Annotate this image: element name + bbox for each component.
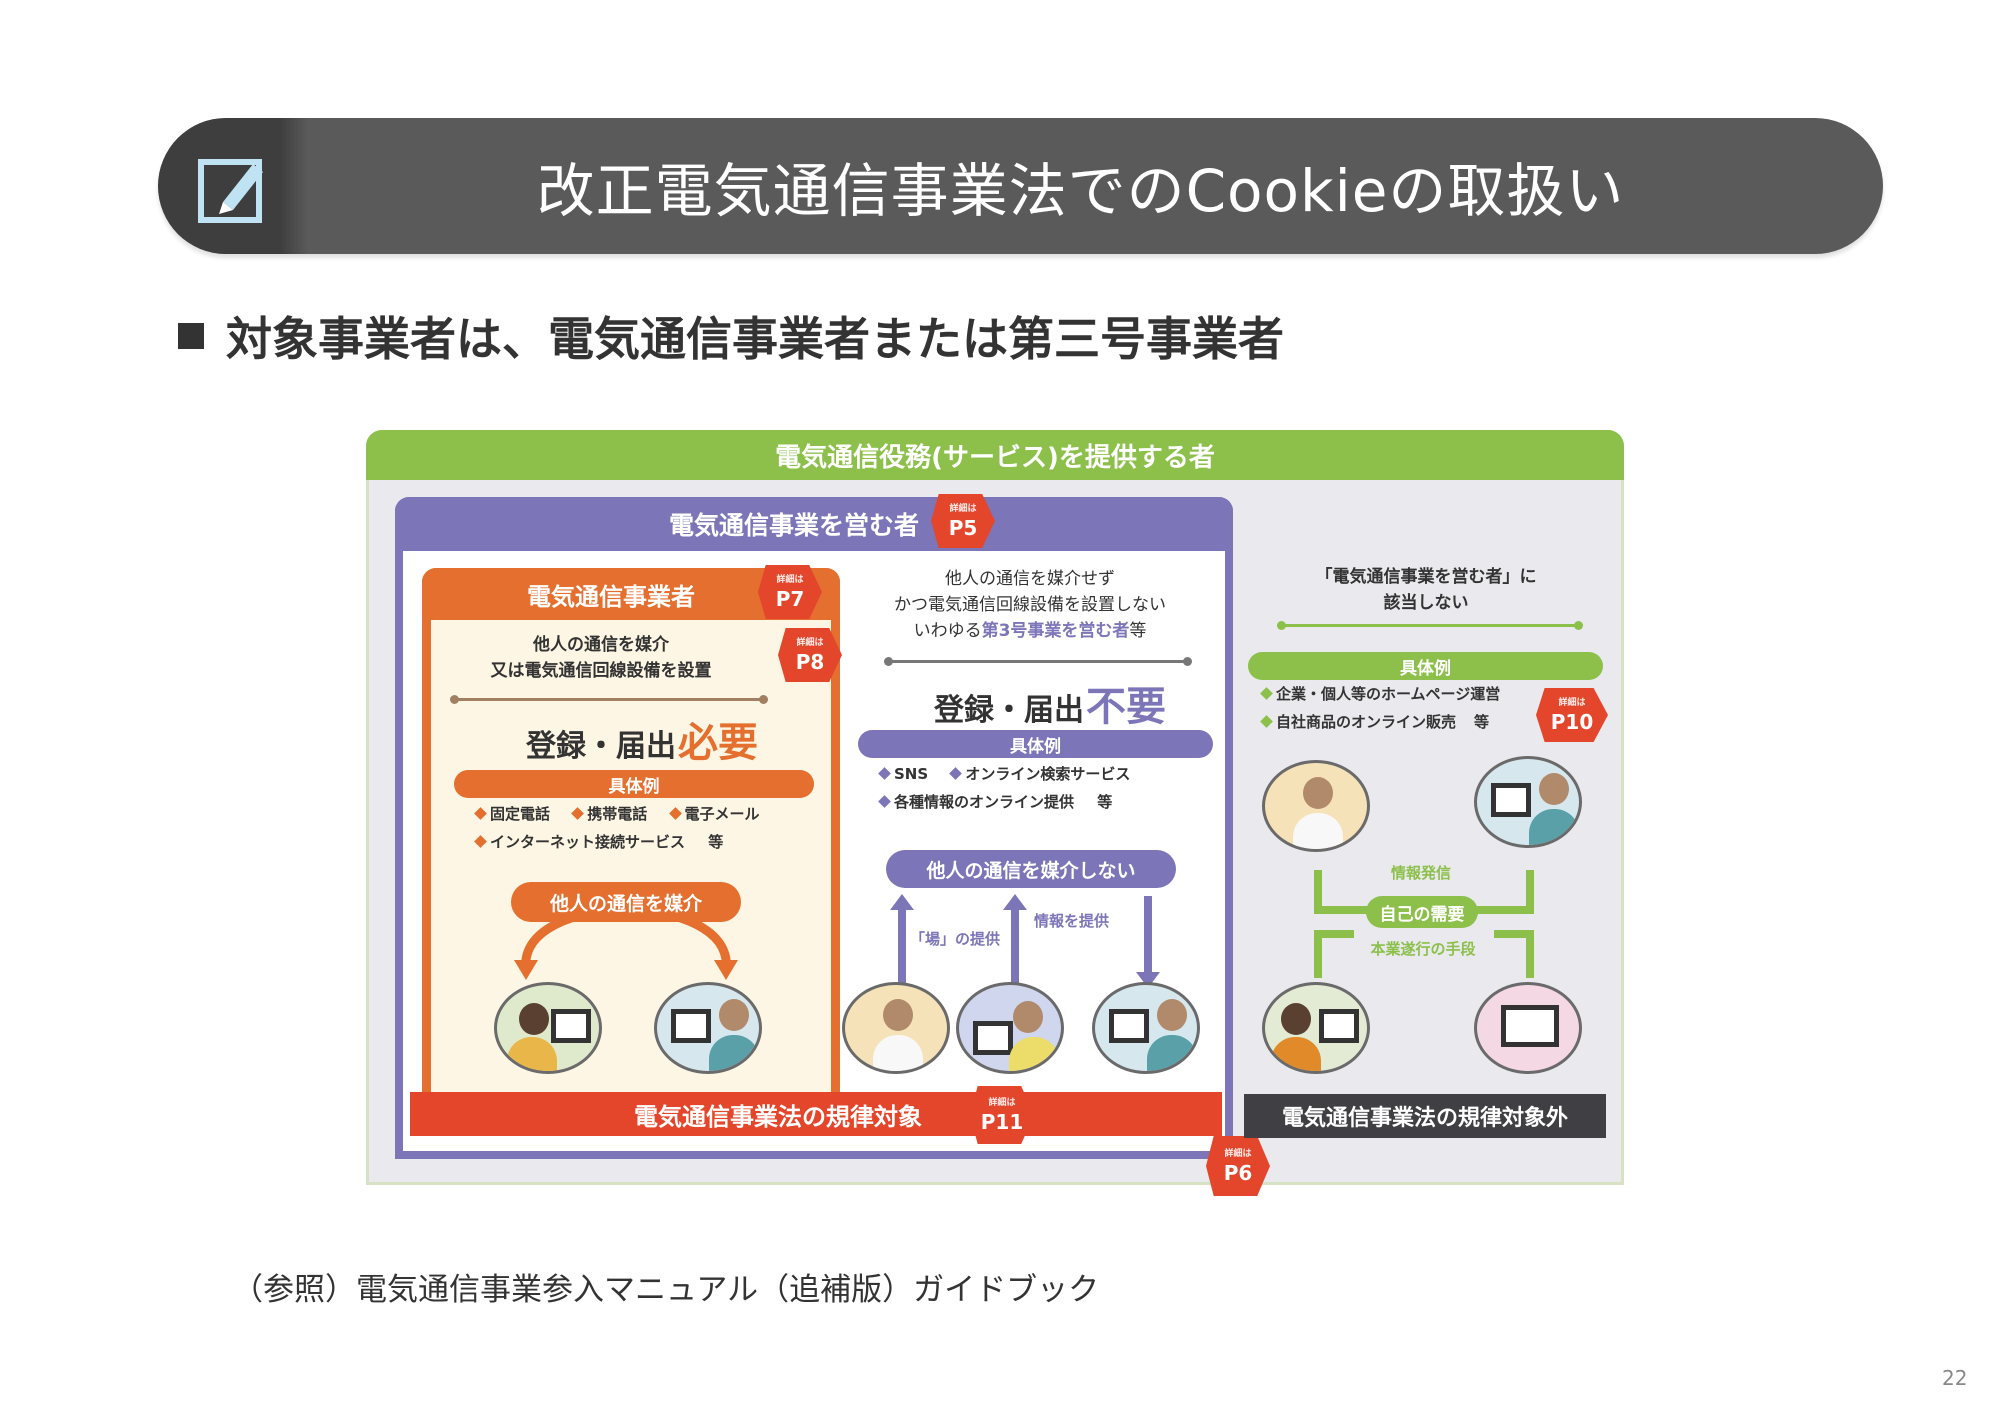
platform-provision-label: 「場」の提供 [910, 930, 1001, 948]
user-with-phone-illustration [842, 982, 950, 1074]
page-ref-tag-p7: 詳細は P7 [758, 565, 822, 619]
telecom-operator-condition: 他人の通信を媒介 又は電気通信回線設備を設置 [490, 635, 712, 681]
flow-bottom-label: 本業遂行の手段 [1370, 940, 1476, 958]
arrow-up-icon [1003, 894, 1027, 986]
registration-required: 登録・届出 必要 [526, 720, 758, 766]
third-category-examples: SNS オンライン検索サービス 各種情報のオンライン提供 等 [878, 760, 1148, 816]
page-ref-tag-p6: 詳細は P6 [1206, 1136, 1270, 1196]
telecom-operator-examples: 固定電話 携帯電話 電子メール インターネット接続サービス 等 [474, 800, 778, 856]
business-operator-title: 電気通信事業を営む者 [395, 497, 1233, 551]
page-ref-tag-p8: 詳細は P8 [778, 628, 842, 682]
divider [884, 657, 1192, 666]
no-mediation-flow-label: 他人の通信を媒介しない [886, 850, 1176, 888]
green-flow-line [1494, 930, 1534, 938]
user-at-computer-illustration [494, 982, 602, 1074]
subtitle-bullet: 対象事業者は、電気通信事業者または第三号事業者 [178, 306, 1284, 366]
user-at-computer-illustration [956, 982, 1064, 1074]
square-bullet-icon [178, 323, 204, 349]
divider [1277, 621, 1583, 630]
page-ref-tag-p11: 詳細は P11 [970, 1086, 1034, 1144]
title-bar: 改正電気通信事業法でのCookieの取扱い [158, 118, 1883, 254]
page-ref-tag-p5: 詳細は P5 [931, 494, 995, 548]
examples-label: 具体例 [454, 770, 814, 798]
mediation-flow-label: 他人の通信を媒介 [511, 882, 741, 922]
title-icon-cap [158, 118, 308, 254]
outer-title: 電気通信役務(サービス)を提供する者 [366, 430, 1624, 480]
green-flow-line [1314, 930, 1322, 978]
non-business-examples: 企業・個人等のホームページ運営 自社商品のオンライン販売等 [1260, 680, 1518, 736]
user-at-computer-illustration [1262, 982, 1370, 1074]
regulated-band: 電気通信事業法の規律対象 [410, 1092, 1222, 1136]
page-ref-tag-p10: 詳細は P10 [1536, 688, 1608, 742]
info-provision-label: 情報を提供 [1034, 912, 1110, 930]
online-shop-illustration [1474, 982, 1582, 1074]
user-at-computer-illustration [654, 982, 762, 1074]
green-flow-line [1476, 906, 1534, 914]
examples-label: 具体例 [1248, 652, 1603, 680]
page-title: 改正電気通信事業法でのCookieの取扱い [536, 157, 1625, 225]
unregulated-band: 電気通信事業法の規律対象外 [1244, 1094, 1606, 1138]
green-flow-line [1314, 870, 1322, 910]
third-category-condition: 他人の通信を媒介せず かつ電気通信回線設備を設置しない いわゆる第3号事業を営む… [894, 569, 1166, 641]
green-flow-line [1314, 906, 1378, 914]
green-flow-line [1526, 930, 1534, 978]
flow-center-label: 自己の需要 [1366, 896, 1478, 928]
user-with-phone-illustration [1262, 760, 1370, 852]
non-business-condition: 「電気通信事業を営む者」に 該当しない [1315, 567, 1537, 613]
telecom-business-diagram: 電気通信役務(サービス)を提供する者 電気通信事業を営む者 詳細は P5 電気通… [366, 430, 1624, 1196]
green-flow-line [1526, 870, 1534, 910]
arrow-up-icon [890, 894, 914, 986]
flow-top-label: 情報発信 [1390, 864, 1451, 882]
telecom-operator-box [422, 568, 840, 1123]
arrow-down-icon [1136, 896, 1160, 988]
subtitle-text: 対象事業者は、電気通信事業者または第三号事業者 [226, 312, 1284, 366]
user-at-computer-illustration [1474, 756, 1582, 848]
user-at-computer-illustration [1092, 982, 1200, 1074]
registration-not-required: 登録・届出 不要 [934, 684, 1166, 730]
edit-icon [198, 159, 263, 223]
page-number: 22 [1942, 1366, 1968, 1390]
divider [450, 695, 768, 704]
examples-label: 具体例 [858, 730, 1213, 758]
reference-citation: （参照）電気通信事業参入マニュアル（追補版）ガイドブック [232, 1272, 1100, 1308]
green-flow-line [1314, 930, 1354, 938]
